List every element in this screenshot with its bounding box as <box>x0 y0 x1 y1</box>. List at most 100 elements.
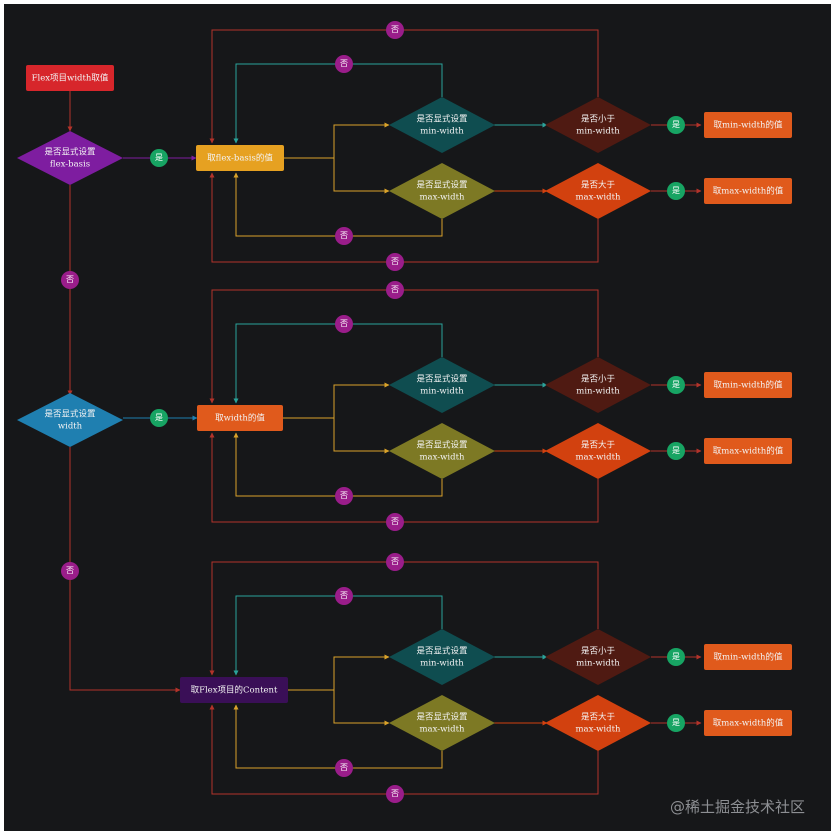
no-badge-basis: 否 <box>61 271 79 289</box>
no-badge-basis-text: 否 <box>66 275 74 284</box>
row2-max-no-badge: 否 <box>335 487 353 505</box>
row2-greater-yes-badge-text: 是 <box>672 446 680 455</box>
row2-greater-no-badge: 否 <box>386 513 404 531</box>
row2-edge-to-max <box>333 418 390 454</box>
row3-greater-no-badge: 否 <box>386 785 404 803</box>
row1-less-no-badge: 否 <box>386 21 404 39</box>
row3-take-min-node-text: 取min-width的值 <box>714 652 783 663</box>
row2-check-min-width-text: min-width <box>420 387 464 397</box>
row1-take-max-node: 取max-width的值 <box>704 178 792 204</box>
row3-greater-than-max: 是否大于 max-width <box>545 695 651 751</box>
watermark: @稀土掘金技术社区 <box>669 798 805 816</box>
row1-take-min-node: 取min-width的值 <box>704 112 792 138</box>
row1-less-yes-badge-text: 是 <box>672 120 680 129</box>
start-node: Flex项目width取值 <box>26 65 114 91</box>
row1-max-no-badge: 否 <box>335 227 353 245</box>
row3-edge-to-min <box>288 654 390 691</box>
decision-width: 是否显式设置 width <box>17 393 123 447</box>
row3-take-max-node: 取max-width的值 <box>704 710 792 736</box>
row2-less-no-badge-text: 否 <box>391 285 399 294</box>
row1-value-node: 取flex-basis的值 <box>196 145 284 171</box>
row3-check-max-width-text: 是否显式设置 <box>416 712 468 723</box>
row1-edge-less-no <box>209 29 599 144</box>
row3-less-no-badge-text: 否 <box>391 557 399 566</box>
row2-yes-badge-text: 是 <box>155 413 163 422</box>
decision-width-text: 是否显式设置 <box>44 409 96 420</box>
row1-greater-yes-badge: 是 <box>667 182 685 200</box>
row2-less-no-badge: 否 <box>386 281 404 299</box>
row2-edge-less-no <box>209 289 599 404</box>
row3-less-than-min-text: min-width <box>576 659 620 669</box>
row1-min-no-badge: 否 <box>335 55 353 73</box>
row1-take-max-node-text: 取max-width的值 <box>713 186 784 197</box>
row1-check-min-width-text: 是否显式设置 <box>416 114 468 125</box>
row1-value-node-text: 取flex-basis的值 <box>207 153 273 164</box>
row2-edge-to-min <box>283 382 390 419</box>
row2-value-node: 取width的值 <box>197 405 283 431</box>
decision-flex-basis-text: 是否显式设置 <box>44 147 96 158</box>
row1-yes-badge-text: 是 <box>155 153 163 162</box>
row2-check-min-width-text: 是否显式设置 <box>416 374 468 385</box>
row2-check-max-width-text: max-width <box>420 453 465 463</box>
row1-less-yes-badge: 是 <box>667 116 685 134</box>
row2-value-node-text: 取width的值 <box>215 413 265 424</box>
row3-less-yes-badge-text: 是 <box>672 652 680 661</box>
row2-max-no-badge-text: 否 <box>340 491 348 500</box>
row3-less-yes-badge: 是 <box>667 648 685 666</box>
row3-edge-to-max <box>333 690 390 726</box>
row3-edge-greater-no <box>209 704 599 795</box>
row1-less-than-min-text: min-width <box>576 127 620 137</box>
row1-take-min-node-text: 取min-width的值 <box>714 120 783 131</box>
row2-yes-badge: 是 <box>150 409 168 427</box>
row3-less-than-min-text: 是否小于 <box>581 646 616 657</box>
row3-edge-less-no <box>209 561 599 676</box>
row3-greater-no-badge-text: 否 <box>391 789 399 798</box>
row1-min-no-badge-text: 否 <box>340 59 348 68</box>
row1-greater-than-max-text: 是否大于 <box>581 180 616 191</box>
row3-value-node: 取Flex项目的Content <box>180 677 288 703</box>
row3-greater-yes-badge-text: 是 <box>672 718 680 727</box>
row3-greater-yes-badge: 是 <box>667 714 685 732</box>
row2-take-min-node-text: 取min-width的值 <box>714 380 783 391</box>
row1-edge-to-min <box>284 122 390 159</box>
row2-less-yes-badge: 是 <box>667 376 685 394</box>
row1-max-no-badge-text: 否 <box>340 231 348 240</box>
row2-edge-greater-no <box>209 432 599 523</box>
row1-less-no-badge-text: 否 <box>391 25 399 34</box>
row1-check-max-width-text: max-width <box>420 193 465 203</box>
row1-edge-to-max <box>333 158 390 194</box>
row3-min-no-badge-text: 否 <box>340 591 348 600</box>
row2-greater-no-badge-text: 否 <box>391 517 399 526</box>
row3-less-no-badge: 否 <box>386 553 404 571</box>
row1-greater-yes-badge-text: 是 <box>672 186 680 195</box>
row2-check-max-width: 是否显式设置 max-width <box>389 423 495 479</box>
decision-flex-basis: 是否显式设置 flex-basis <box>17 131 123 185</box>
row3-check-min-width-text: min-width <box>420 659 464 669</box>
row3-greater-than-max-text: 是否大于 <box>581 712 616 723</box>
row2-take-max-node-text: 取max-width的值 <box>713 446 784 457</box>
row3-check-min-width-text: 是否显式设置 <box>416 646 468 657</box>
diagram-frame: Flex项目width取值是否显式设置 flex-basis 是否显式设置 width… <box>4 4 831 831</box>
row2-check-max-width-text: 是否显式设置 <box>416 440 468 451</box>
edge-width-no <box>69 447 181 693</box>
row2-min-no-badge-text: 否 <box>340 319 348 328</box>
row1-yes-badge: 是 <box>150 149 168 167</box>
row2-greater-than-max: 是否大于 max-width <box>545 423 651 479</box>
row3-take-max-node-text: 取max-width的值 <box>713 718 784 729</box>
row2-greater-than-max-text: 是否大于 <box>581 440 616 451</box>
row2-min-no-badge: 否 <box>335 315 353 333</box>
decision-width-text: width <box>58 422 83 432</box>
row2-take-max-node: 取max-width的值 <box>704 438 792 464</box>
row2-less-than-min-text: min-width <box>576 387 620 397</box>
decision-flex-basis-text: flex-basis <box>50 160 90 170</box>
row2-greater-than-max-text: max-width <box>576 453 621 463</box>
row3-min-no-badge: 否 <box>335 587 353 605</box>
row3-max-no-badge-text: 否 <box>340 763 348 772</box>
row3-greater-than-max-text: max-width <box>576 725 621 735</box>
